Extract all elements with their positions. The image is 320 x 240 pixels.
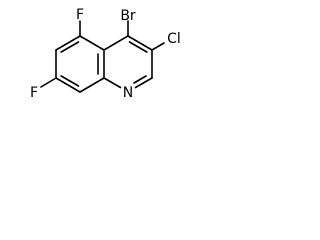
bond-c8-c8a xyxy=(79,77,105,93)
nitrogen-label: N xyxy=(123,85,133,101)
double-bond-c5-c6 xyxy=(60,41,80,53)
bond-c5-c6 xyxy=(55,35,81,51)
bond-c4a-c5 xyxy=(79,35,105,51)
bond-c2-n1 xyxy=(134,77,153,89)
bond-c3-cl xyxy=(151,42,165,51)
fluorine-label-top: F xyxy=(76,7,84,23)
bond-n1-c8a xyxy=(103,77,122,89)
bond-c7-c8 xyxy=(55,77,81,93)
bond-c4-c3 xyxy=(127,35,153,51)
bond-c7-f xyxy=(40,77,57,88)
molecule-structure: Br Cl F F N xyxy=(30,7,181,101)
double-bond-c7-c8 xyxy=(60,75,80,87)
fluorine-label-left: F xyxy=(30,85,38,101)
double-bond-c4-c3 xyxy=(128,41,148,53)
double-bond-c2-n1 xyxy=(133,75,147,84)
bromine-label: Br xyxy=(120,8,136,24)
bond-c4a-c4 xyxy=(103,35,129,51)
chlorine-label: Cl xyxy=(167,31,181,47)
